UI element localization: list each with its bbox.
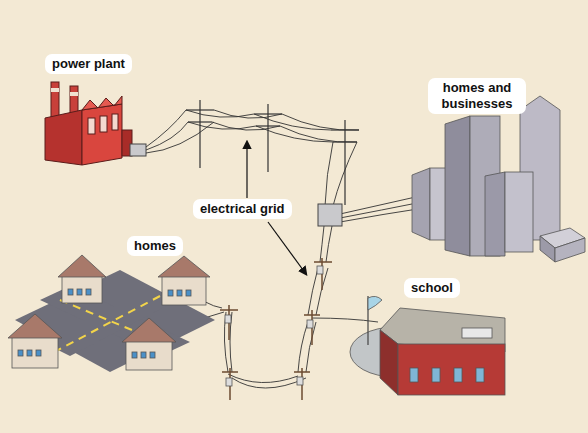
transmission-towers <box>186 100 359 205</box>
houses <box>8 255 210 370</box>
utility-poles <box>220 258 332 400</box>
transformer-box <box>130 144 146 156</box>
grid-box <box>318 204 342 226</box>
school-building <box>350 296 505 395</box>
illustration-label: homes <box>127 236 183 256</box>
illustration-label: electrical grid <box>193 199 292 219</box>
illustration-label: power plant <box>45 54 132 74</box>
illustration-label: school <box>404 278 460 298</box>
power-plant <box>45 82 132 165</box>
city-buildings <box>412 96 585 262</box>
illustration-label: homes and businesses <box>428 78 526 114</box>
